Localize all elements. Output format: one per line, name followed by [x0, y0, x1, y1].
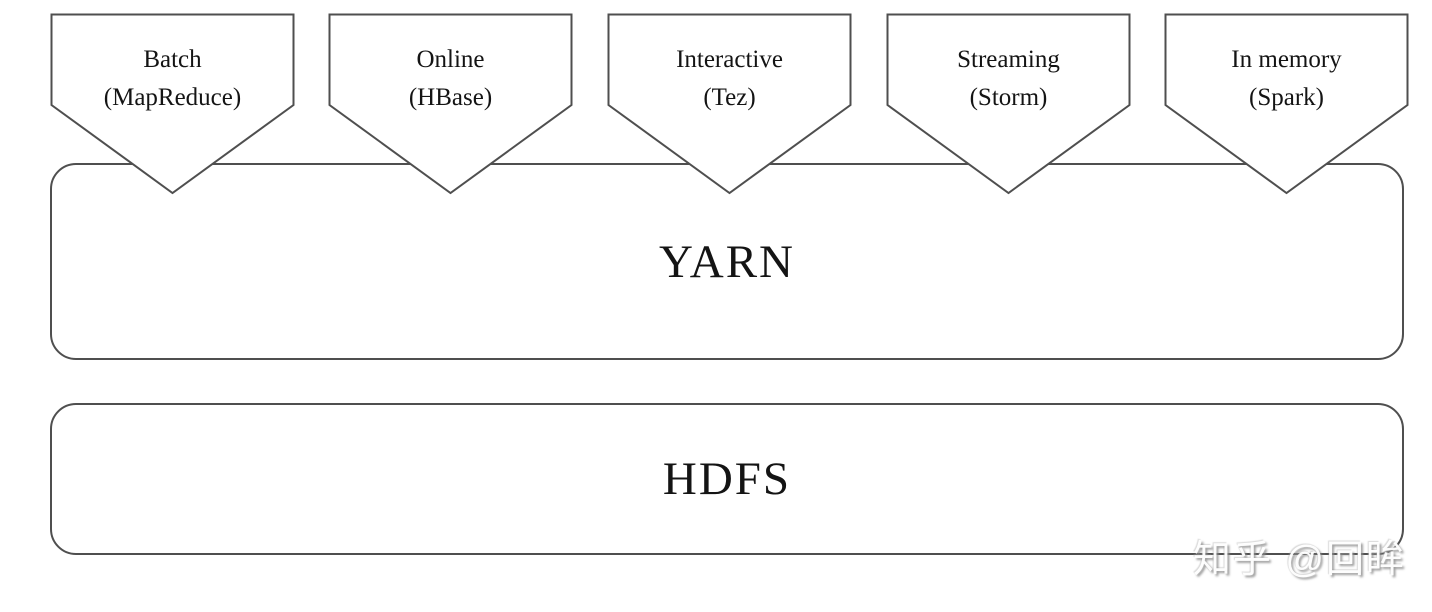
consumer-inmemory-pentagon: In memory (Spark)	[1164, 13, 1409, 195]
consumer-label: In memory	[1231, 46, 1342, 73]
consumer-sublabel: (Tez)	[703, 84, 756, 111]
consumer-label: Streaming	[957, 46, 1060, 73]
zhihu-watermark: 知乎 @回眸	[1192, 539, 1406, 581]
consumer-label: Online	[416, 46, 485, 73]
consumer-batch-pentagon: Batch (MapReduce)	[50, 13, 295, 195]
yarn-layer-box: YARN	[50, 163, 1404, 360]
consumer-online-pentagon: Online (HBase)	[328, 13, 573, 195]
pentagon-arrow-shape	[607, 13, 852, 195]
hdfs-layer-label: HDFS	[662, 453, 792, 505]
consumer-interactive-pentagon: Interactive (Tez)	[607, 13, 852, 195]
consumer-label: Interactive	[676, 46, 783, 73]
pentagon-arrow-shape	[50, 13, 295, 195]
hdfs-layer-box: HDFS	[50, 403, 1404, 555]
consumer-sublabel: (Spark)	[1249, 84, 1324, 111]
pentagon-arrow-shape	[1164, 13, 1409, 195]
consumer-label-block: Online (HBase)	[328, 13, 573, 117]
pentagon-arrow-shape	[328, 13, 573, 195]
consumer-sublabel: (MapReduce)	[103, 84, 242, 111]
consumer-label: Batch	[143, 46, 202, 73]
consumer-sublabel: (HBase)	[408, 84, 493, 111]
consumer-label-block: Streaming (Storm)	[886, 13, 1131, 117]
yarn-layer-label: YARN	[659, 235, 795, 288]
pentagon-arrow-shape	[886, 13, 1131, 195]
consumer-streaming-pentagon: Streaming (Storm)	[886, 13, 1131, 195]
consumer-label-block: Interactive (Tez)	[607, 13, 852, 117]
consumer-label-block: In memory (Spark)	[1164, 13, 1409, 117]
consumer-label-block: Batch (MapReduce)	[50, 13, 295, 117]
consumer-sublabel: (Storm)	[969, 84, 1048, 111]
